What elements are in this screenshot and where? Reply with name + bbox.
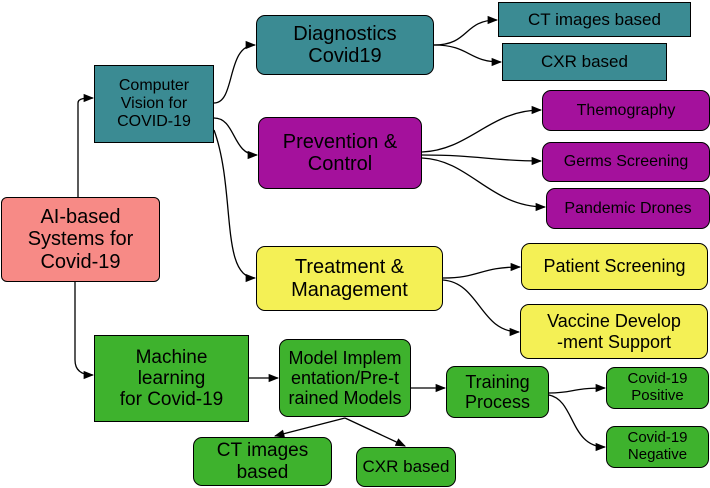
edge-model-to-cxr [344, 417, 406, 447]
prevention-control-node: Prevention & Control [258, 117, 422, 189]
themography-node: Themography [542, 90, 710, 131]
edge-prevention-to-germs [421, 154, 543, 166]
diagnostics-node: Diagnostics Covid19 [256, 15, 434, 75]
covid-positive-node: Covid-19 Positive [606, 367, 709, 409]
germs-screening-node: Germs Screening [542, 142, 710, 182]
edge-cv-to-prevention [213, 117, 259, 160]
vaccine-development-node: Vaccine Develop -ment Support [520, 304, 708, 359]
ml-ct-images-based-node: CT images based [193, 437, 332, 486]
ct-images-based-node: CT images based [498, 2, 691, 37]
edge-diagnostics-to-cxr [433, 44, 503, 67]
edge-diagnostics-to-ct [433, 15, 499, 46]
root-node: AI-based Systems for Covid-19 [1, 197, 160, 282]
cxr-based-node: CXR based [502, 43, 667, 81]
edge-treatment-to-patient [442, 262, 522, 279]
edge-cv-to-diagnostics [213, 40, 257, 104]
computer-vision-node: Computer Vision for COVID-19 [94, 65, 214, 143]
treatment-management-node: Treatment & Management [256, 246, 443, 311]
edge-training-to-negative [548, 394, 607, 452]
training-process-node: Training Process [446, 366, 549, 418]
pandemic-drones-node: Pandemic Drones [546, 188, 710, 229]
edge-training-to-positive [548, 383, 607, 394]
covid-negative-node: Covid-19 Negative [606, 426, 709, 468]
edge-treatment-to-vaccine [442, 279, 521, 337]
edge-prevention-to-themography [421, 105, 543, 153]
edge-prevention-to-drones [421, 157, 547, 212]
ml-cxr-based-node: CXR based [356, 447, 456, 487]
edge-cv-to-treatment [213, 129, 257, 283]
patient-screening-node: Patient Screening [521, 243, 708, 290]
edge-root-to-machine-learning [74, 282, 95, 380]
edge-model-to-ct [273, 417, 346, 438]
edge-root-to-computer-vision [77, 93, 95, 197]
model-implementation-node: Model Implem entation/Pre-t rained Model… [279, 339, 411, 417]
machine-learning-node: Machine learning for Covid-19 [94, 335, 249, 422]
